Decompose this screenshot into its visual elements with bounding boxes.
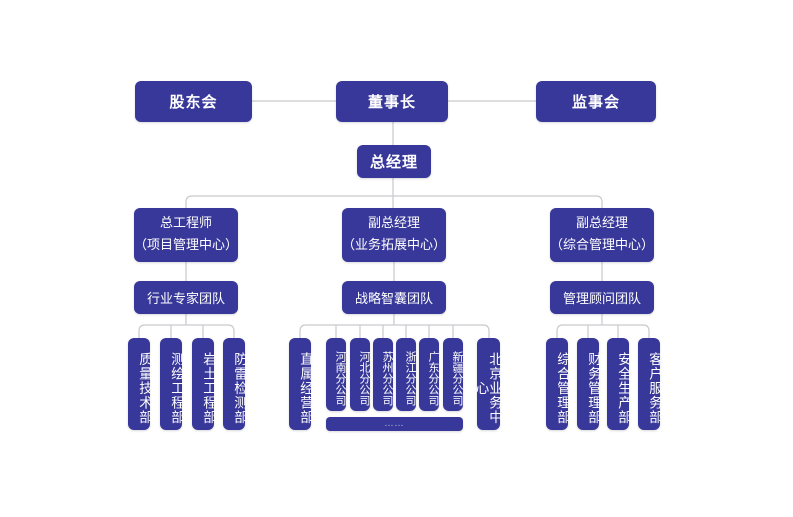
division-title: 总工程师 <box>159 216 212 231</box>
department-node: 安全生产部 <box>607 338 631 430</box>
division-node-chief-engineer: 总工程师 （项目管理中心） <box>134 208 238 262</box>
general-manager-label: 总经理 <box>369 153 418 171</box>
shareholders-node: 股东会 <box>135 81 252 122</box>
department-label: 岩土工程部 <box>200 351 216 425</box>
division-subtitle: （项目管理中心） <box>134 238 239 253</box>
beijing-center-node: 北京业务中心 <box>473 338 502 430</box>
team-node-experts: 行业专家团队 <box>134 281 238 314</box>
chairman-label: 董事长 <box>367 93 416 111</box>
department-label: 综合管理部 <box>554 351 570 425</box>
branch-node: 新疆分公司 <box>443 338 464 411</box>
department-label: 质量技术部 <box>136 351 152 425</box>
department-label: 安全生产部 <box>615 351 631 425</box>
direct-operations-node: 直属经营部 <box>289 338 313 430</box>
connector-div3-dept-bus <box>556 324 650 338</box>
department-node: 岩土工程部 <box>192 338 216 430</box>
team-node-strategy: 战略智囊团队 <box>342 281 446 314</box>
more-branches-bar: …… <box>326 417 463 431</box>
team-label: 管理顾问团队 <box>562 292 641 307</box>
more-branches-label: …… <box>384 419 405 429</box>
branch-node: 浙江分公司 <box>396 338 417 411</box>
branch-label: 浙江分公司 <box>404 350 417 406</box>
department-label: 直属经营部 <box>297 351 313 425</box>
department-label: 财务管理部 <box>585 351 601 425</box>
division-title: 副总经理 <box>575 216 628 231</box>
team-node-consultants: 管理顾问团队 <box>550 281 654 314</box>
branch-node: 河南分公司 <box>326 338 347 411</box>
team-label: 战略智囊团队 <box>354 292 433 307</box>
division-node-business: 副总经理 （业务拓展中心） <box>342 208 446 262</box>
department-node: 综合管理部 <box>546 338 570 430</box>
department-node: 客户服务部 <box>638 338 662 430</box>
department-node: 财务管理部 <box>577 338 601 430</box>
division-subtitle: （业务拓展中心） <box>342 238 447 253</box>
branch-label: 新疆分公司 <box>451 350 464 406</box>
division-subtitle: （综合管理中心） <box>550 238 655 253</box>
department-node: 质量技术部 <box>128 338 152 430</box>
supervisors-label: 监事会 <box>571 93 620 111</box>
team-label: 行业专家团队 <box>146 292 225 307</box>
division-node-admin: 副总经理 （综合管理中心） <box>550 208 654 262</box>
department-label: 测绘工程部 <box>168 351 184 425</box>
branch-label: 河南分公司 <box>334 350 347 406</box>
branch-node: 广东分公司 <box>419 338 440 411</box>
branch-label: 河北分公司 <box>358 350 371 406</box>
shareholders-label: 股东会 <box>169 93 218 111</box>
branch-label: 广东分公司 <box>427 350 440 406</box>
branch-node: 河北分公司 <box>350 338 371 411</box>
department-node: 测绘工程部 <box>160 338 184 430</box>
division-title: 副总经理 <box>367 216 420 231</box>
chairman-node: 董事长 <box>336 81 448 122</box>
general-manager-node: 总经理 <box>357 145 431 178</box>
branch-label: 苏州分公司 <box>381 350 394 406</box>
department-label: 客户服务部 <box>646 351 662 425</box>
connector-div1-dept-bus <box>138 324 235 338</box>
branch-node: 苏州分公司 <box>373 338 394 411</box>
department-label: 防雷检测部 <box>231 351 247 425</box>
supervisors-node: 监事会 <box>536 81 656 122</box>
connector-division-bus <box>185 195 603 208</box>
department-node: 防雷检测部 <box>223 338 247 430</box>
department-label: 北京业务中心 <box>472 351 503 425</box>
connector-div2-dept-bus <box>299 324 490 338</box>
